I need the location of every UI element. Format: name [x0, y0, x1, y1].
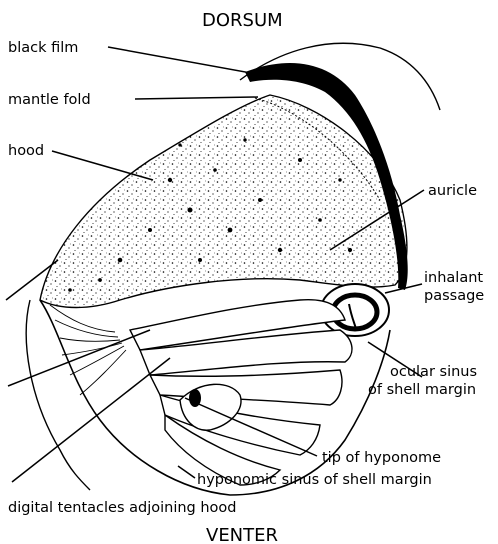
tentacle-bands — [130, 300, 352, 485]
label-auricle: auricle — [428, 183, 477, 199]
label-inhalant-line1: inhalant — [424, 270, 483, 286]
hood-body — [40, 95, 407, 308]
label-ocular-line2: of shell margin — [368, 382, 476, 398]
label-digital-tentacles: digital tentacles adjoining hood — [8, 500, 237, 516]
dorsum-label: DORSUM — [202, 10, 283, 31]
label-black-film: black film — [8, 40, 78, 56]
tentacle-fan — [50, 305, 126, 395]
venter-label: VENTER — [206, 525, 278, 544]
label-ocular-line1: ocular sinus — [390, 364, 477, 380]
label-inhalant-line2: passage — [424, 288, 484, 304]
label-hood: hood — [8, 143, 44, 159]
label-hyponomic-sinus: hyponomic sinus of shell margin — [197, 472, 432, 488]
label-tip-hyponome: tip of hyponome — [322, 450, 441, 466]
label-mantle-fold: mantle fold — [8, 92, 91, 108]
